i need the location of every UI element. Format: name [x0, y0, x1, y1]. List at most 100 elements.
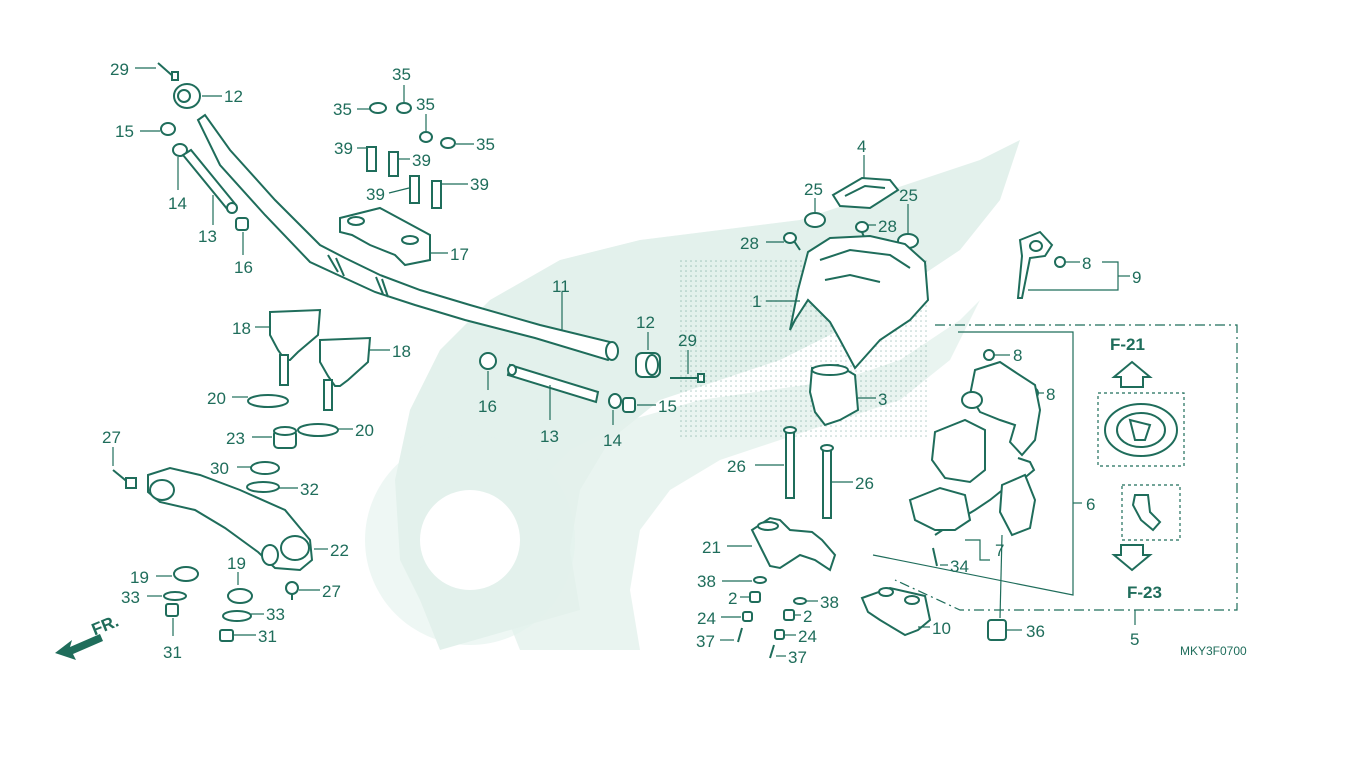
fuel-cap-lock	[1131, 494, 1162, 532]
front-direction-arrow	[55, 634, 103, 660]
callout-38b: 38	[820, 593, 839, 612]
part-31-nut-left	[165, 603, 179, 617]
callout-39a: 39	[334, 139, 353, 158]
callout-13: 13	[198, 227, 217, 246]
fuel-sensor-inset-box	[1121, 484, 1181, 541]
part-36-cap	[987, 619, 1007, 641]
callout-26a: 26	[727, 457, 746, 476]
callout-22: 22	[330, 541, 349, 560]
callout-35d: 35	[476, 135, 495, 154]
callout-20b: 20	[355, 421, 374, 440]
part-33-washer-left	[163, 591, 187, 601]
part-27-bolt	[112, 469, 137, 489]
callout-2a: 2	[728, 589, 737, 608]
part-12-bar-end-weight	[173, 83, 201, 109]
part-13-weight-tube	[181, 148, 238, 214]
callout-32: 32	[300, 480, 319, 499]
callout-21: 21	[702, 538, 721, 557]
part-8-key-tag	[1054, 256, 1066, 268]
fuel-cap	[1104, 403, 1178, 457]
callout-24b: 24	[798, 627, 817, 646]
part-6-set-outline	[872, 331, 1074, 596]
callout-25a: 25	[804, 180, 823, 199]
callout-20a: 20	[207, 389, 226, 408]
callout-8c: 8	[1046, 385, 1055, 404]
callout-38a: 38	[697, 572, 716, 591]
part-34-screw	[932, 547, 938, 567]
callout-15: 15	[115, 122, 134, 141]
callout-30: 30	[210, 459, 229, 478]
part-37-screw-left	[737, 627, 743, 643]
part-21-bracket	[750, 516, 837, 572]
part-14-collar-right	[608, 393, 622, 409]
callout-26b: 26	[855, 474, 874, 493]
part-22-steering-stem	[147, 466, 314, 572]
diagram-code: MKY3F0700	[1180, 644, 1247, 658]
ignition-connector	[998, 473, 1037, 537]
callout-12: 12	[224, 87, 243, 106]
callout-28a: 28	[740, 234, 759, 253]
callout-1: 1	[752, 292, 761, 311]
part-16-rubber	[235, 217, 249, 231]
callout-18a: 18	[232, 319, 251, 338]
part-19-rubber-center	[227, 588, 253, 604]
part-9-key	[1016, 230, 1054, 299]
callout-2b: 2	[803, 607, 812, 626]
reference-f21: F-21	[1110, 335, 1145, 354]
reference-f23: F-23	[1127, 583, 1162, 602]
callout-31a: 31	[163, 643, 182, 662]
callout-19a: 19	[130, 568, 149, 587]
part-14-collar	[172, 143, 188, 157]
part-8-tag-upper	[983, 349, 995, 361]
callout-27b: 27	[322, 582, 341, 601]
callout-4: 4	[857, 137, 866, 156]
callout-13b: 13	[540, 427, 559, 446]
callout-25b: 25	[899, 186, 918, 205]
part-20-washer-right	[297, 423, 339, 437]
callout-33b: 33	[266, 605, 285, 624]
callout-7: 7	[995, 541, 1004, 560]
part-1-top-cover	[789, 234, 930, 370]
callout-28b: 28	[878, 217, 897, 236]
part-17-upper-holder	[339, 206, 431, 267]
part-33-washer-center	[222, 610, 252, 622]
part-27-bolt-lower	[285, 581, 299, 600]
arrow-up-icon	[1111, 360, 1153, 388]
arrow-down-icon	[1111, 544, 1153, 572]
part-30-nut	[250, 461, 280, 475]
callout-31b: 31	[258, 627, 277, 646]
callout-11: 11	[552, 277, 570, 296]
part-32-washer	[246, 481, 280, 493]
callout-39b: 39	[412, 151, 431, 170]
part-24-collar-left	[742, 611, 753, 622]
callout-37a: 37	[696, 632, 715, 651]
callout-35c: 35	[416, 95, 435, 114]
callout-33a: 33	[121, 588, 140, 607]
callout-18b: 18	[392, 342, 411, 361]
part-28-screw-left	[783, 232, 801, 251]
part-18-lower-holder-right	[319, 336, 372, 411]
callout-5: 5	[1130, 630, 1139, 649]
callout-23: 23	[226, 429, 245, 448]
callout-6: 6	[1086, 495, 1095, 514]
part-24-collar-right	[774, 629, 785, 640]
callout-27a: 27	[102, 428, 121, 447]
fuel-cap-inset-box	[1097, 392, 1185, 467]
part-26-bolts	[783, 426, 834, 519]
part-2-rubber-left	[749, 591, 761, 603]
part-15-ring	[160, 122, 176, 136]
callout-35b: 35	[333, 100, 352, 119]
part-38-washer-right	[793, 597, 807, 605]
callout-35a: 35	[392, 65, 411, 84]
callout-15b: 15	[658, 397, 677, 416]
callout-16: 16	[234, 258, 253, 277]
callout-3: 3	[878, 390, 887, 409]
part-16-rubber-right	[479, 352, 497, 370]
callout-29: 29	[110, 60, 129, 79]
callout-17: 17	[450, 245, 469, 264]
callout-39c: 39	[366, 185, 385, 204]
part-31-nut-center	[219, 629, 234, 642]
callout-34: 34	[950, 557, 969, 576]
part-25-grommet-left	[804, 212, 826, 228]
